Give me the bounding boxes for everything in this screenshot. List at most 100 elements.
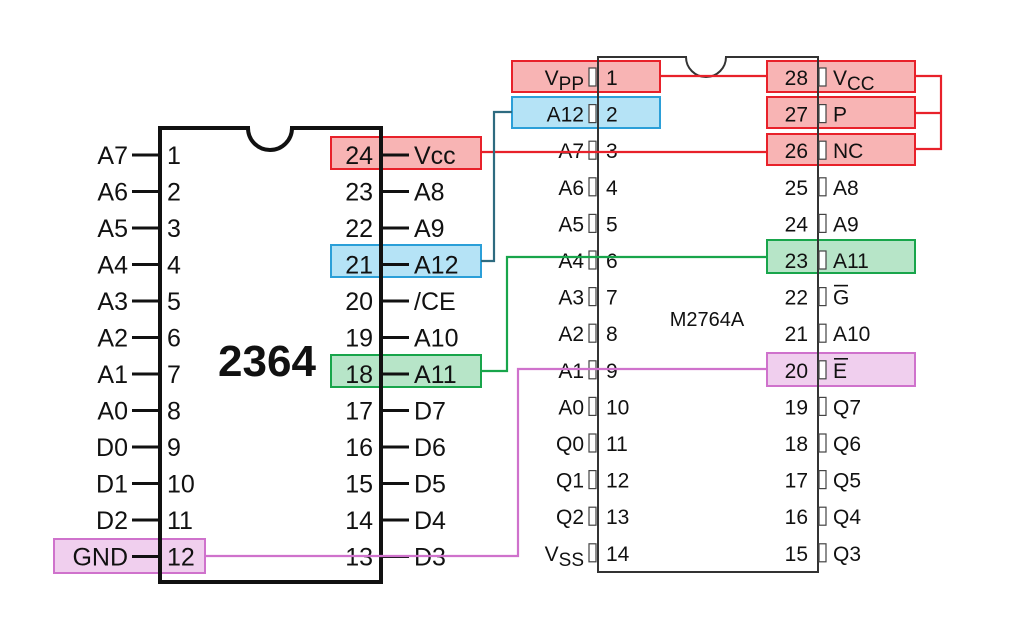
pin-name: Q3 [833,543,861,566]
pin-pad [588,177,597,197]
highlight-a12-21 [330,244,482,278]
chip-2364-pin-2: A6 2 [97,179,181,207]
pin-number: 20 [345,288,373,316]
pin-pad [818,323,827,343]
pin-name: NC [833,140,863,163]
pin-name: A3 [558,287,584,310]
pin-pad [818,287,827,307]
chip-2364-title: 2364 [218,337,316,386]
connection-wires [205,74,943,558]
highlight-a12-2 [511,96,661,129]
pin-number: 14 [606,543,630,566]
pin-pad [588,396,597,416]
pin-name: Q7 [833,396,861,419]
pin-name: Vcc [414,142,456,170]
pin-number: 17 [345,398,373,426]
pin-name: A9 [414,215,445,243]
pin-name: G [833,287,849,310]
pin-name: P [833,104,847,127]
pin-number: 13 [345,544,373,572]
chip-m2764a-pin-27: 27 P [785,104,847,127]
pin-name: D7 [414,398,446,426]
chip-2364-pin-22: 22 A9 [345,215,444,243]
pin-name: A0 [97,398,128,426]
pin-pad [818,213,827,233]
pin-name: A5 [97,215,128,243]
pin-name: VPP [545,67,584,95]
pin-name: VCC [833,67,874,95]
pin-number: 18 [345,361,373,389]
pin-number: 21 [785,323,808,346]
pin-name: A12 [547,104,584,127]
pin-number: 19 [345,325,373,353]
pin-pad [588,213,597,233]
pin-number: 2 [606,104,618,127]
wire-a12 [481,110,512,263]
pin-number: 15 [785,543,808,566]
chip-2364-body [158,126,383,584]
pin-number: 13 [606,506,629,529]
pin-name: /CE [414,288,456,316]
pin-pad [818,140,827,160]
pin-number: 6 [606,250,618,273]
pin-number: 3 [167,215,181,243]
pin-number: 9 [167,434,181,462]
pin-number: 16 [345,434,373,462]
pin-number: 2 [167,179,181,207]
pin-number: 22 [345,215,373,243]
pin-number: 27 [785,104,808,127]
pin-name: A4 [97,252,128,280]
chip-m2764a-pin-15: 15 Q3 [785,543,861,566]
pin-pad [818,470,827,490]
highlight-boxes [53,60,916,574]
pin-number: 7 [606,287,618,310]
pin-number: 12 [167,544,195,572]
pin-name: A4 [558,250,584,273]
pin-number: 24 [785,213,809,236]
pin-number: 24 [345,142,373,170]
pin-number: 5 [167,288,181,316]
pin-name: Q4 [833,506,861,529]
chip-2364-pin-18: 18 A11 [345,361,456,389]
pin-number: 21 [345,252,373,280]
pin-name: D6 [414,434,446,462]
pin-name: A12 [414,252,458,280]
pin-number: 11 [606,433,628,456]
pin-name: A3 [97,288,128,316]
pin-name: A6 [558,177,584,200]
pin-number: 7 [167,361,181,389]
pin-pad [818,543,827,563]
chip-2364-pin-24: 24 Vcc [345,142,456,170]
highlight-p-27 [766,96,916,129]
pin-number: 4 [167,252,181,280]
pin-name: A11 [414,361,457,389]
highlight-nc-26 [766,133,916,166]
pin-name: A6 [97,179,128,207]
pin-name: D4 [414,507,446,535]
